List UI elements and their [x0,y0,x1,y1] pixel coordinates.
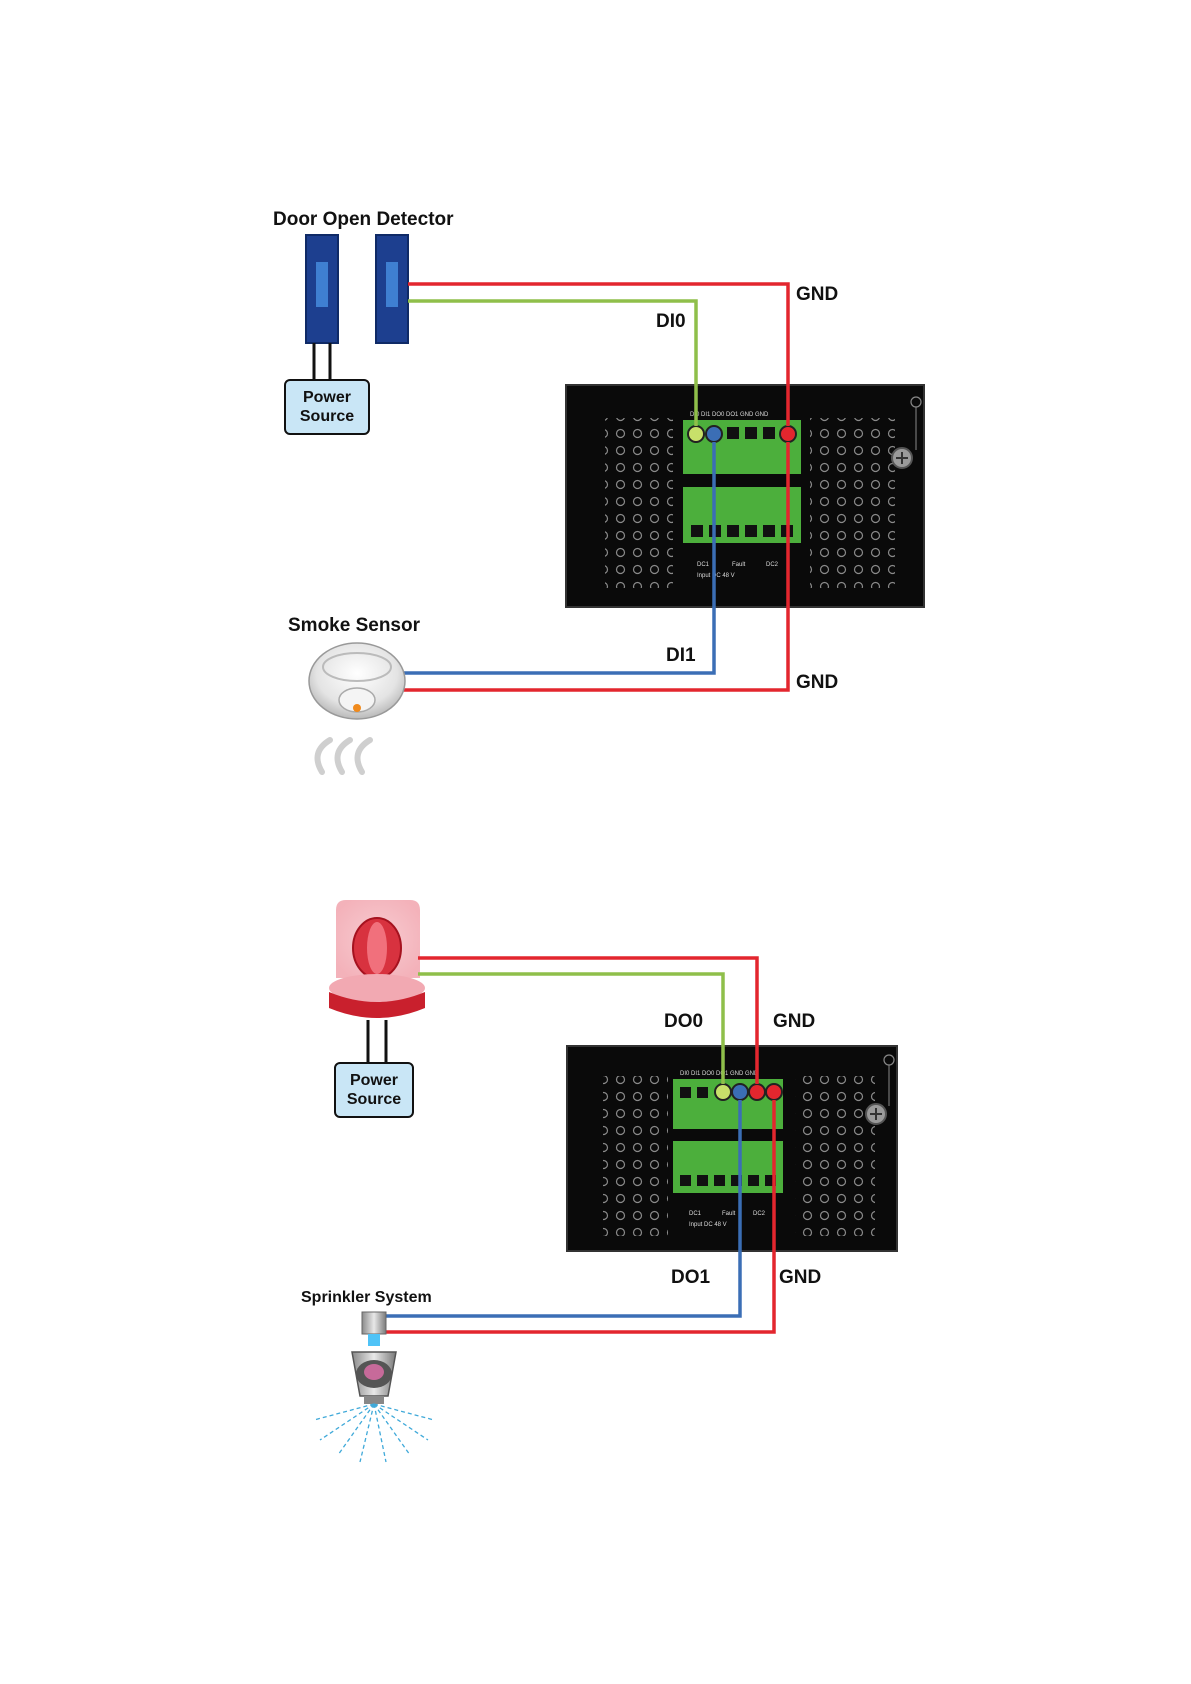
wire-label-gnd-bottom: GND [796,672,838,693]
label-input: Input DC 48 V [689,1222,727,1228]
power-source-icon: Power Source [335,1063,413,1117]
alarm-light-icon [329,900,425,1063]
wire-label-di1: DI1 [666,645,696,666]
terminal-labels: DI0 DI1 DO0 DO1 GND GND [680,1071,759,1077]
label-dc1: DC1 [689,1211,702,1217]
digital-output-diagram: Power Source DI0 DI1 DO0 DO1 GND GND [301,900,897,1462]
terminal-di0 [688,426,704,442]
terminal-gnd-1 [749,1084,765,1100]
label-dc2: DC2 [766,562,779,568]
label-fault: Fault [732,562,746,568]
terminal-labels: DI0 DI1 DO0 DO1 GND GND [690,412,769,418]
label-dc1: DC1 [697,562,710,568]
door-detector-icon [306,235,408,380]
label-dc2: DC2 [753,1211,766,1217]
door-detector-label: Door Open Detector [273,209,454,230]
label-input: Input DC 48 V [697,573,735,579]
terminal-do0 [715,1084,731,1100]
power-source-label-line2: Source [300,408,354,425]
smoke-sensor-label: Smoke Sensor [288,615,421,636]
sprinkler-label: Sprinkler System [301,1289,432,1306]
io-device-bottom: DI0 DI1 DO0 DO1 GND GND DC1 Fault DC2 In… [567,1046,897,1251]
io-device-top: DI0 DI1 DO0 DO1 GND GND DC1 Fault DC2 In… [566,385,924,607]
power-source-label-line1: Power [350,1072,398,1089]
digital-input-diagram: Door Open Detector Power Source DI0 DI1 … [273,209,924,772]
wire-label-di0: DI0 [656,311,686,332]
wire-label-do0: DO0 [664,1011,703,1032]
wire-label-do1: DO1 [671,1267,711,1288]
terminal-gnd-2 [766,1084,782,1100]
power-source-label-line1: Power [303,389,351,406]
terminal-gnd [780,426,796,442]
wire-label-gnd-bottom: GND [779,1267,821,1288]
power-source-icon: Power Source [285,380,369,434]
sprinkler-icon [314,1312,434,1462]
smoke-sensor-icon [309,643,405,772]
wire-label-gnd-top: GND [773,1011,815,1032]
power-source-label-line2: Source [347,1091,401,1108]
label-fault: Fault [722,1211,736,1217]
wire-label-gnd-top: GND [796,284,838,305]
terminal-do1 [732,1084,748,1100]
terminal-di1 [706,426,722,442]
